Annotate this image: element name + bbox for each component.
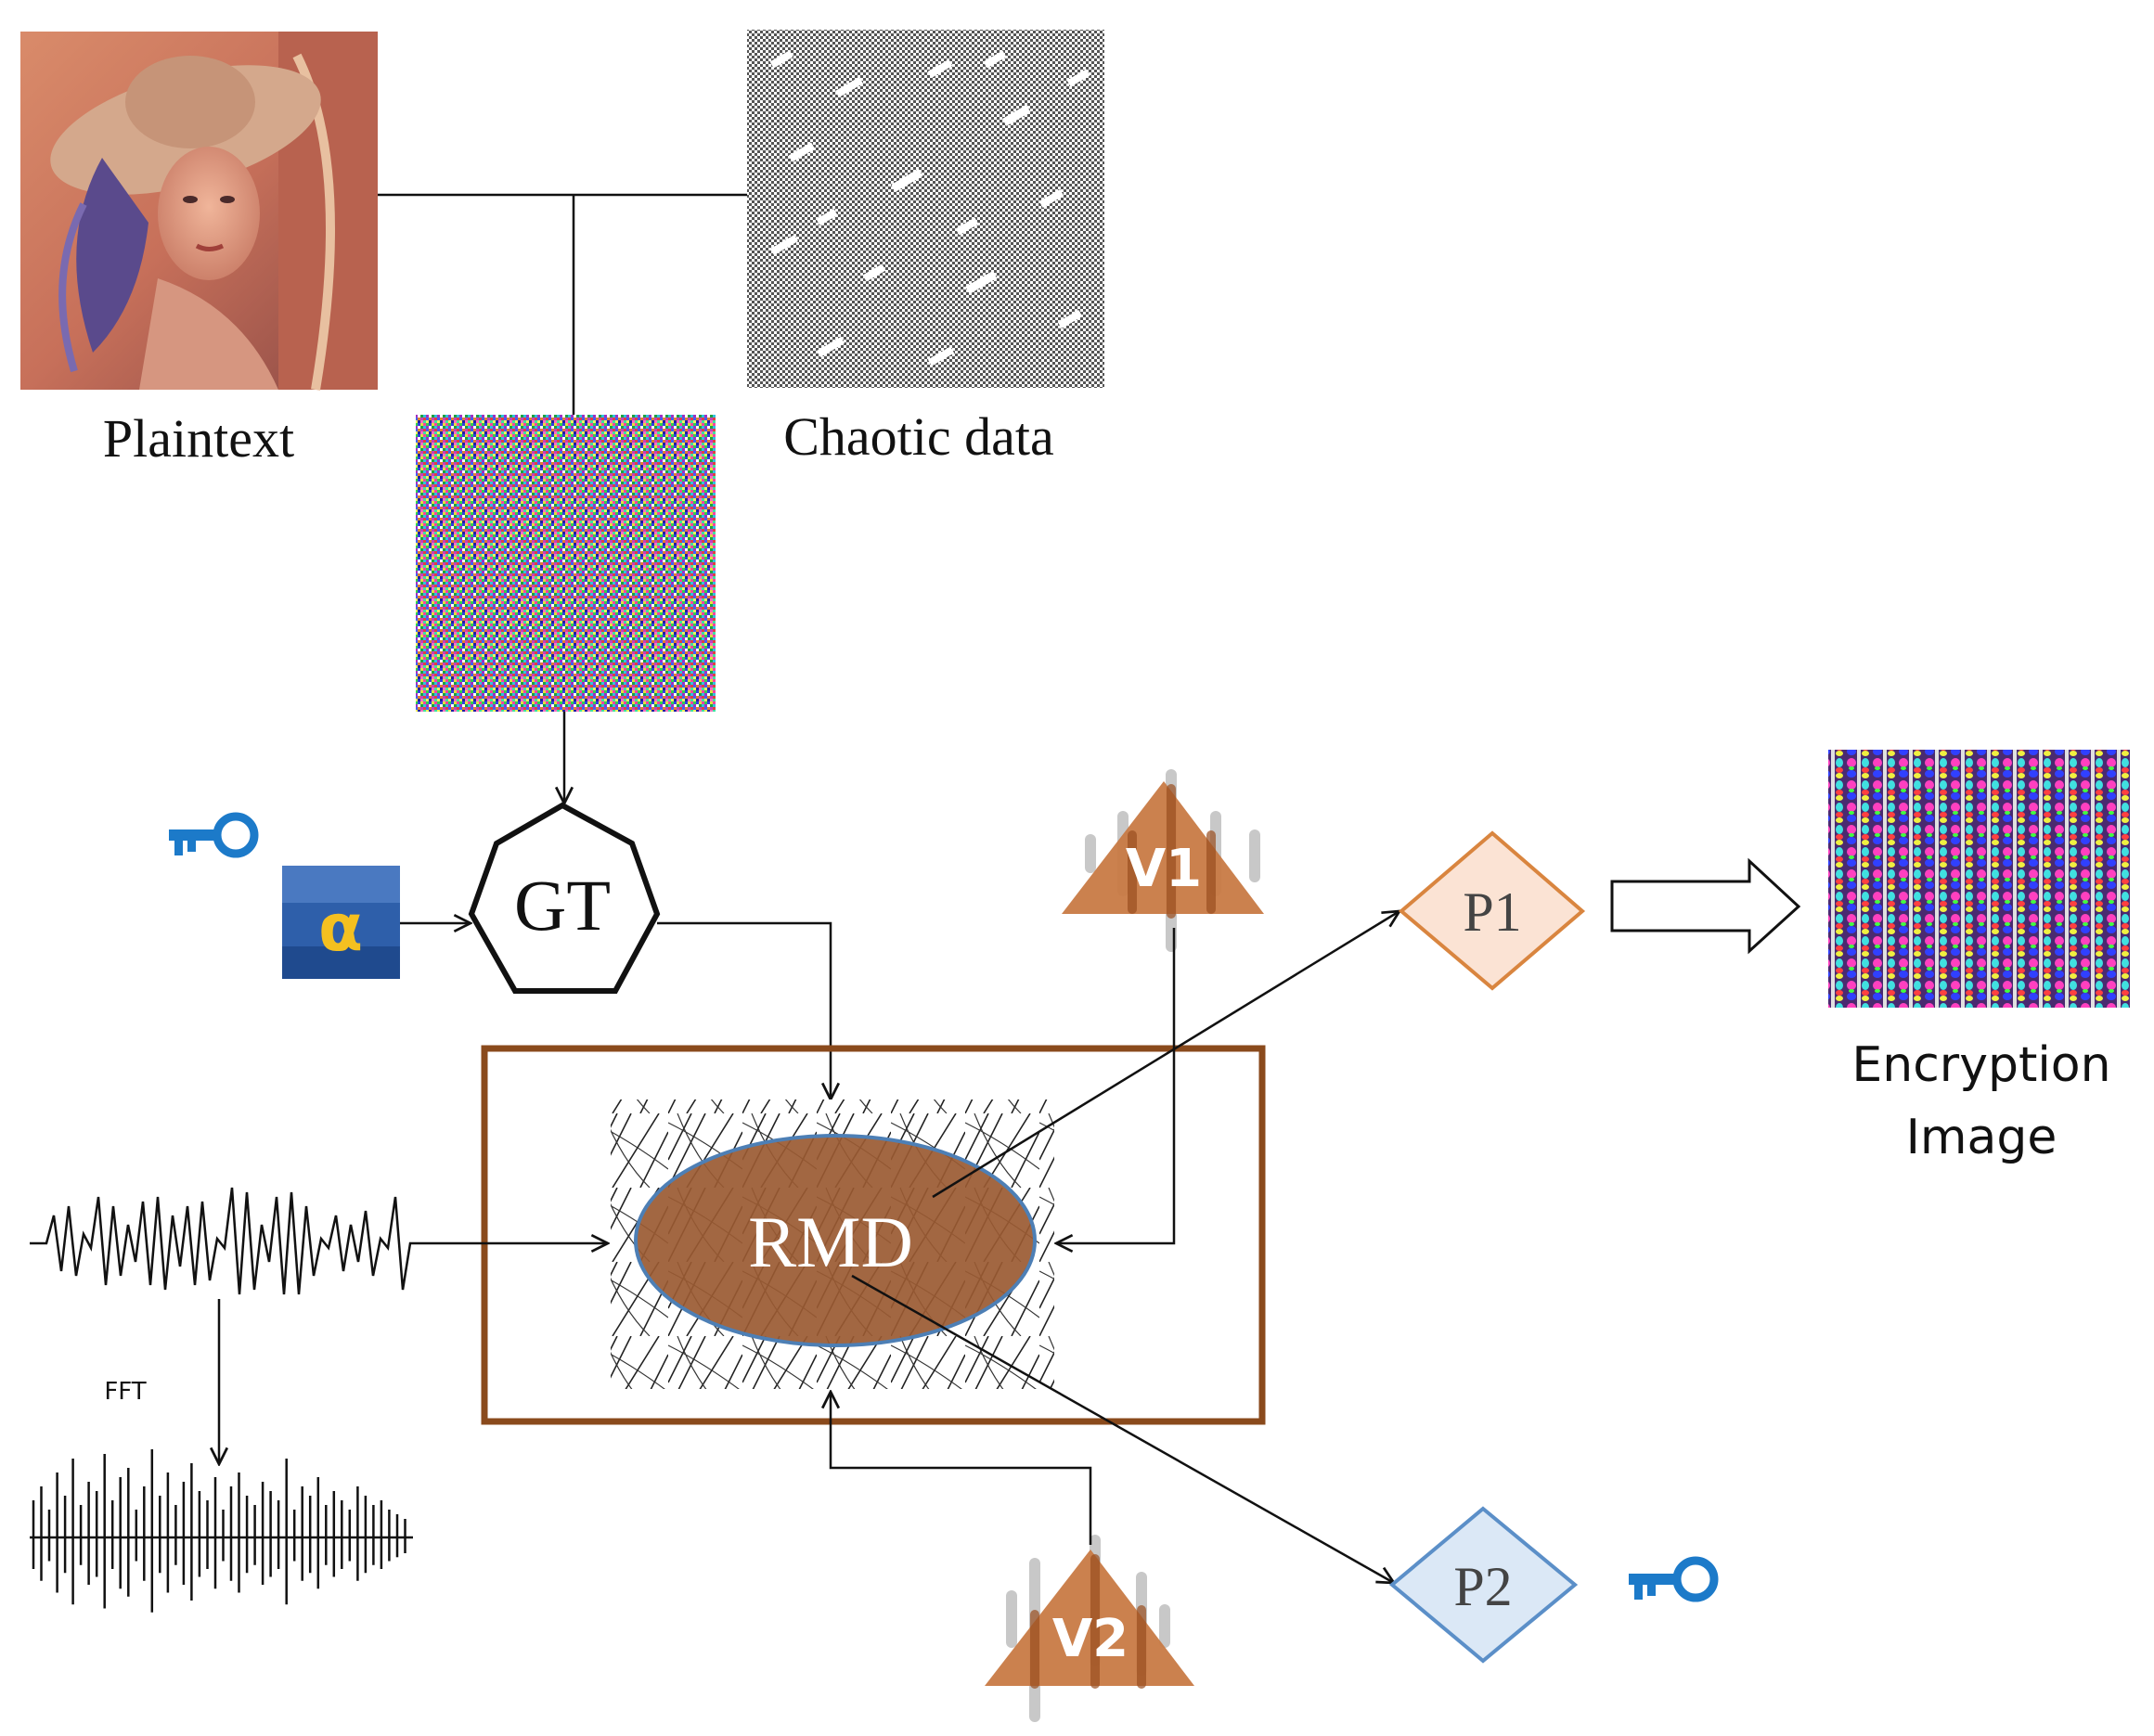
p1-label: P1 (1463, 881, 1521, 943)
v2-node (985, 1535, 1194, 1722)
arrow-v1-to-rmd (1056, 928, 1176, 1243)
arrow-gt-to-rmd (657, 921, 831, 1099)
chaotic-data-label: Chaotic data (783, 406, 1054, 467)
combined-noise-image (416, 415, 716, 712)
connector-plaintext-chaotic (378, 193, 747, 416)
encryption-label-line2: Image (1906, 1110, 2057, 1165)
signal-waveform (30, 1187, 413, 1295)
plaintext-label: Plaintext (103, 408, 294, 469)
alpha-key-box (282, 866, 400, 979)
encryption-label-line1: Encryption (1851, 1037, 2110, 1093)
v1-node (1062, 769, 1264, 952)
fft-label: FFT (104, 1378, 146, 1406)
gt-label: GT (514, 865, 611, 945)
arrow-rmd-to-p1 (932, 911, 1399, 1199)
rmd-frame (481, 1045, 1266, 1425)
arrow-p1-to-encryption (1610, 857, 1801, 955)
rmd-node (634, 1134, 1037, 1347)
p2-node (1388, 1506, 1579, 1664)
rmd-label: RMD (748, 1202, 913, 1282)
key-icon (169, 812, 259, 858)
v1-label: V1 (1126, 839, 1202, 899)
plaintext-image (20, 32, 378, 391)
arrow-v2-to-rmd (831, 1392, 1092, 1545)
p1-node (1398, 830, 1586, 991)
alpha-label: α (318, 890, 363, 966)
encryption-image (1828, 750, 2130, 1008)
fft-spectrum (30, 1449, 413, 1613)
arrow-rmd-to-p2 (851, 1274, 1394, 1583)
gt-node (468, 802, 661, 994)
key-icon (1629, 1556, 1719, 1602)
v2-label: V2 (1052, 1609, 1129, 1669)
chaotic-data-image (747, 30, 1104, 388)
p2-label: P2 (1453, 1556, 1512, 1617)
